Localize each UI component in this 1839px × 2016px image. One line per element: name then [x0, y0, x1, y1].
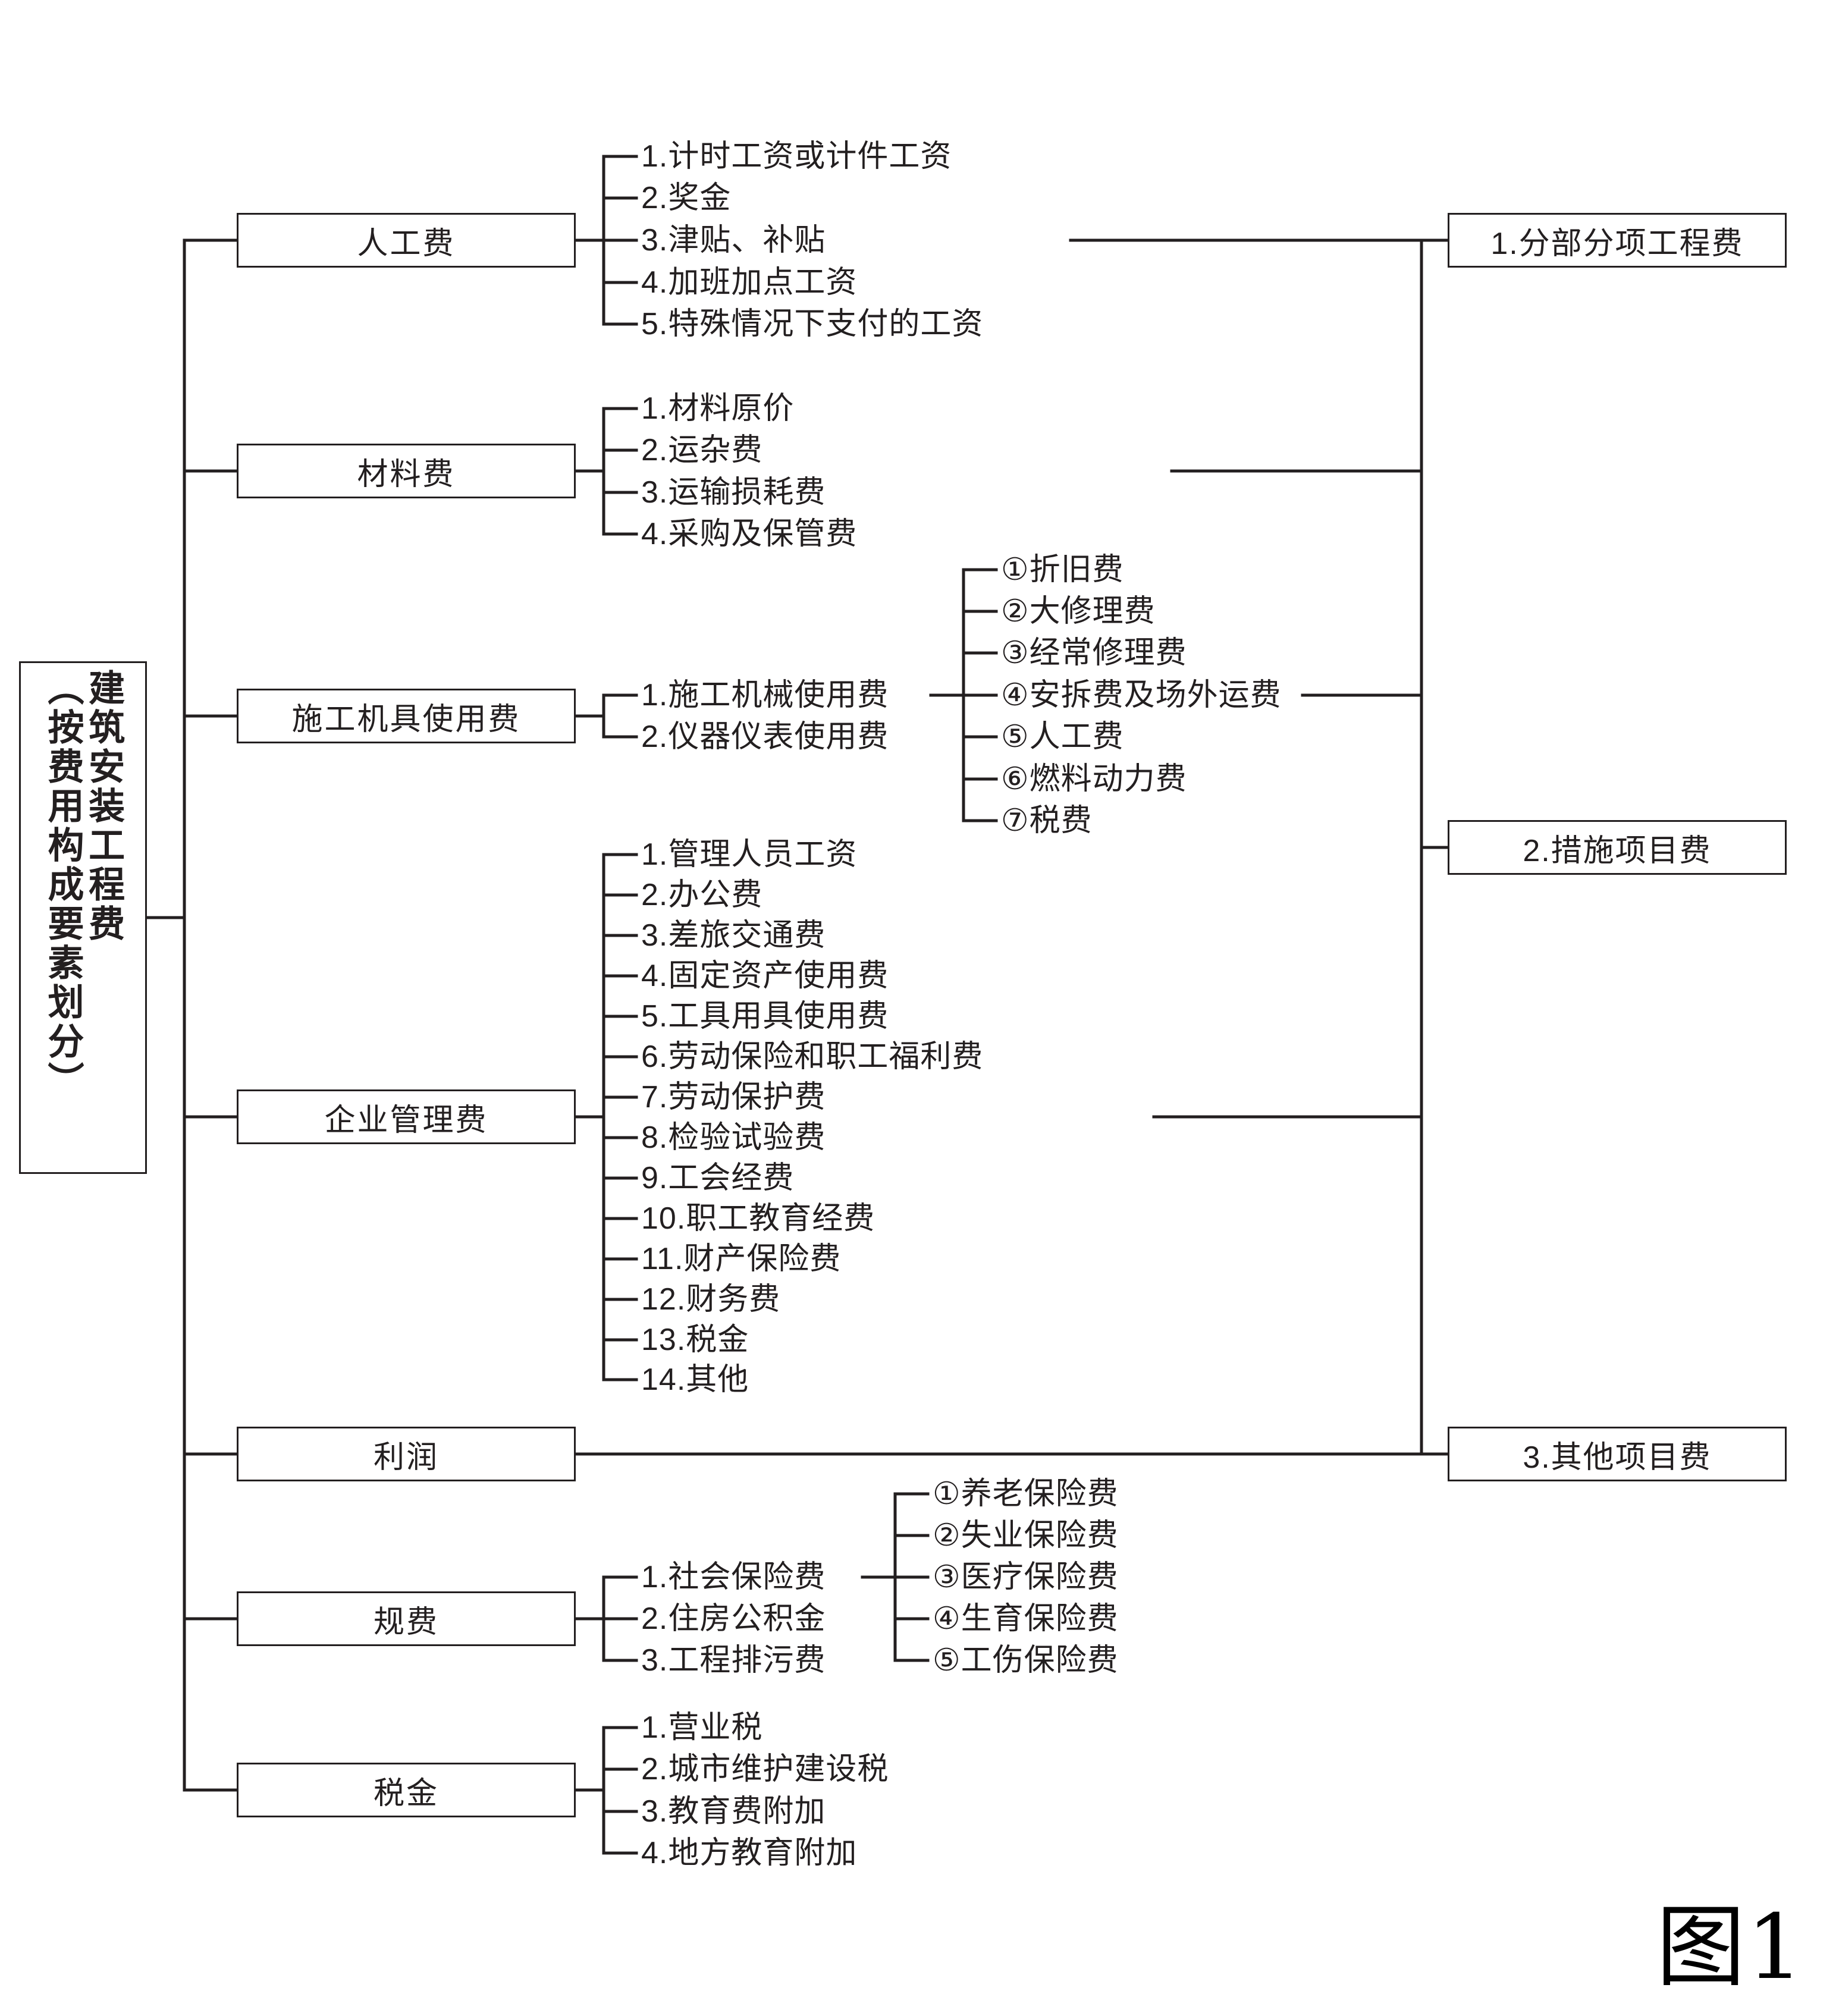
leaf-statutory-3: 3.工程排污费	[641, 1643, 826, 1678]
right-node-label: 1.分部分项工程费	[1490, 226, 1744, 261]
leaf-management-14: 14.其他	[641, 1362, 749, 1397]
right-node-other[interactable]: 3.其他项目费	[1448, 1427, 1787, 1481]
leaf-statutory-sub-3: ③医疗保险费	[933, 1560, 1119, 1594]
leaf-management-10: 10.职工教育经费	[641, 1201, 875, 1236]
leaf-tax-1: 1.营业税	[641, 1710, 763, 1745]
leaf-management-13: 13.税金	[641, 1323, 749, 1357]
branch-node-tax[interactable]: 税金	[237, 1763, 576, 1817]
right-node-itemized[interactable]: 1.分部分项工程费	[1448, 213, 1787, 268]
branch-node-profit[interactable]: 利润	[237, 1427, 576, 1481]
leaf-labor-4: 4.加班加点工资	[641, 265, 858, 300]
branch-node-statutory[interactable]: 规费	[237, 1591, 576, 1646]
leaf-statutory-2: 2.住房公积金	[641, 1602, 826, 1636]
root-label-main: 建筑安装工程费	[83, 669, 124, 944]
leaf-machinery-sub-7: ⑦税费	[1001, 803, 1093, 838]
leaf-labor-1: 1.计时工资或计件工资	[641, 139, 952, 174]
leaf-statutory-sub-2: ②失业保险费	[933, 1518, 1119, 1553]
root-node[interactable]: 建筑安装工程费 （按费用构成要素划分）	[19, 661, 147, 1174]
leaf-management-4: 4.固定资产使用费	[641, 959, 889, 993]
leaf-management-1: 1.管理人员工资	[641, 837, 858, 872]
leaf-machinery-sub-2: ②大修理费	[1001, 594, 1156, 629]
branch-label: 材料费	[357, 457, 456, 492]
right-node-label: 3.其他项目费	[1523, 1440, 1712, 1475]
branch-label: 规费	[373, 1604, 439, 1640]
leaf-labor-3: 3.津贴、补贴	[641, 223, 826, 258]
leaf-statutory-1: 1.社会保险费	[641, 1560, 826, 1594]
leaf-statutory-sub-5: ⑤工伤保险费	[933, 1643, 1119, 1678]
leaf-management-6: 6.劳动保险和职工福利费	[641, 1040, 984, 1074]
right-node-measures[interactable]: 2.措施项目费	[1448, 820, 1787, 875]
leaf-statutory-sub-4: ④生育保险费	[933, 1602, 1119, 1636]
leaf-management-8: 8.检验试验费	[641, 1120, 826, 1155]
branch-label: 企业管理费	[324, 1103, 488, 1138]
leaf-material-3: 3.运输损耗费	[641, 475, 826, 510]
leaf-management-3: 3.差旅交通费	[641, 918, 826, 953]
branch-node-machinery[interactable]: 施工机具使用费	[237, 689, 576, 743]
leaf-labor-5: 5.特殊情况下支付的工资	[641, 307, 984, 341]
leaf-material-2: 2.运杂费	[641, 433, 763, 467]
leaf-management-7: 7.劳动保护费	[641, 1080, 826, 1114]
branch-node-management[interactable]: 企业管理费	[237, 1089, 576, 1144]
leaf-machinery-sub-3: ③经常修理费	[1001, 636, 1187, 670]
leaf-material-4: 4.采购及保管费	[641, 517, 858, 551]
branch-label: 利润	[373, 1440, 439, 1475]
leaf-machinery-1: 1.施工机械使用费	[641, 678, 889, 712]
root-label-paren: （按费用构成要素划分）	[42, 669, 83, 1101]
leaf-statutory-sub-1: ①养老保险费	[933, 1477, 1119, 1511]
leaf-labor-2: 2.奖金	[641, 181, 732, 215]
branch-node-labor[interactable]: 人工费	[237, 213, 576, 268]
leaf-management-2: 2.办公费	[641, 878, 763, 912]
leaf-tax-2: 2.城市维护建设税	[641, 1752, 889, 1786]
branch-label: 税金	[373, 1776, 439, 1811]
leaf-machinery-sub-6: ⑥燃料动力费	[1001, 762, 1187, 796]
leaf-management-5: 5.工具用具使用费	[641, 999, 889, 1034]
branch-label: 施工机具使用费	[291, 702, 521, 737]
leaf-management-9: 9.工会经费	[641, 1161, 795, 1195]
leaf-tax-3: 3.教育费附加	[641, 1794, 826, 1829]
leaf-machinery-sub-4: ④安拆费及场外运费	[1001, 678, 1282, 712]
leaf-machinery-2: 2.仪器仪表使用费	[641, 720, 889, 754]
figure-caption: 图1	[1656, 1896, 1805, 1999]
leaf-management-11: 11.财产保险费	[641, 1242, 842, 1276]
leaf-tax-4: 4.地方教育附加	[641, 1836, 858, 1870]
leaf-machinery-sub-5: ⑤人工费	[1001, 720, 1124, 754]
branch-label: 人工费	[357, 226, 456, 261]
leaf-material-1: 1.材料原价	[641, 391, 795, 426]
leaf-machinery-sub-1: ①折旧费	[1001, 552, 1124, 587]
leaf-management-12: 12.财务费	[641, 1282, 781, 1317]
branch-node-material[interactable]: 材料费	[237, 444, 576, 498]
right-node-label: 2.措施项目费	[1523, 833, 1712, 868]
